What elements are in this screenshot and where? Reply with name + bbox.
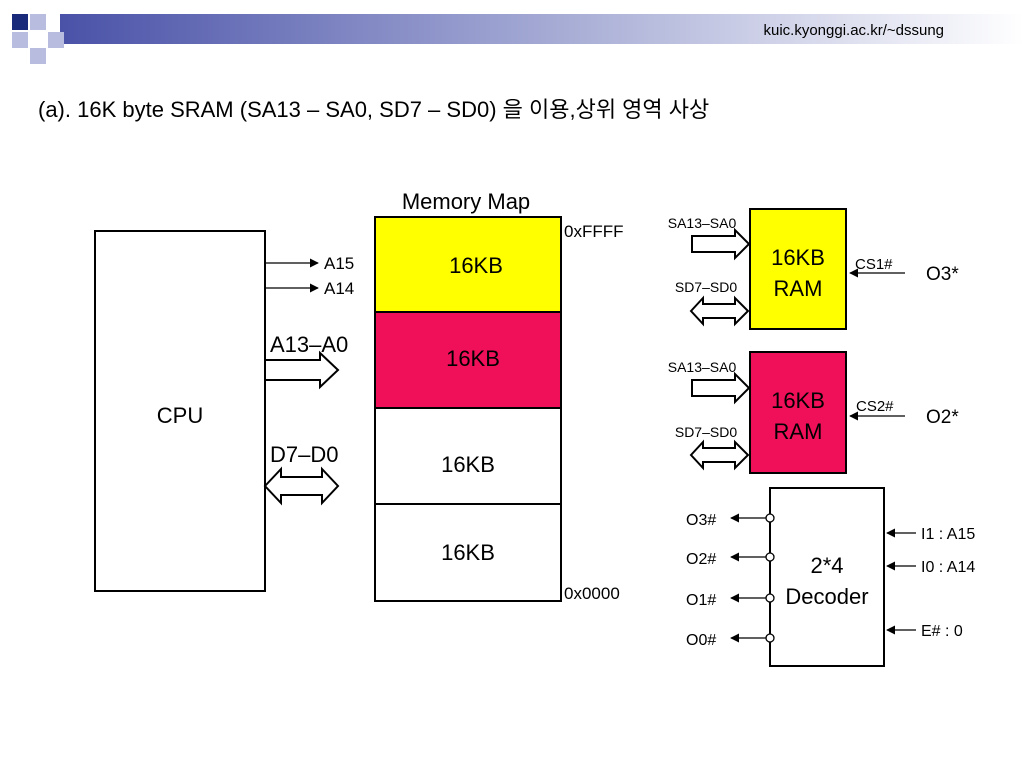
ram1-address-label: SA13–SA0 bbox=[668, 215, 737, 231]
address-bus-arrow bbox=[264, 350, 340, 390]
decoder-box bbox=[769, 487, 885, 667]
decoder-output-o3-bubble bbox=[765, 513, 775, 523]
ram2-box bbox=[749, 351, 847, 474]
memory-block-3-label: 16KB bbox=[449, 253, 503, 278]
a14-label: A14 bbox=[324, 279, 354, 298]
memory-block-1-label: 16KB bbox=[441, 452, 495, 477]
memory-block-1 bbox=[374, 407, 562, 505]
ram2-cs-label: CS2# bbox=[856, 398, 894, 415]
header-square-light bbox=[30, 48, 46, 64]
header-square-light bbox=[30, 14, 46, 30]
ram2-label-line1: 16KB bbox=[771, 388, 825, 413]
ram2-label-line2: RAM bbox=[774, 419, 823, 444]
ram2-data-arrow bbox=[689, 439, 750, 471]
decoder-output-o3: O3# bbox=[686, 512, 716, 529]
ram1-data-arrow bbox=[689, 295, 750, 327]
header-gradient-bar bbox=[60, 14, 1024, 44]
ram1-box bbox=[749, 208, 847, 330]
ram1-data-label: SD7–SD0 bbox=[675, 279, 737, 295]
ram1-cs-label: CS1# bbox=[855, 256, 893, 273]
decoder-label-line1: 2*4 bbox=[810, 553, 843, 578]
memory-block-3 bbox=[374, 216, 562, 313]
memory-block-0 bbox=[374, 503, 562, 602]
decoder-output-o0: O0# bbox=[686, 632, 716, 649]
ram2-address-label: SA13–SA0 bbox=[668, 359, 737, 375]
ram1-output-label: O3* bbox=[926, 264, 959, 285]
a15-label: A15 bbox=[324, 254, 354, 273]
decoder-input-enable: E# : 0 bbox=[921, 623, 963, 640]
ram1-label-line1: 16KB bbox=[771, 245, 825, 270]
cpu-box bbox=[94, 230, 266, 592]
memory-block-2-label: 16KB bbox=[446, 346, 500, 371]
memory-block-2 bbox=[374, 311, 562, 409]
decoder-output-o1-bubble bbox=[765, 593, 775, 603]
slide-title: (a). 16K byte SRAM (SA13 – SA0, SD7 – SD… bbox=[38, 97, 710, 122]
data-bus-arrow bbox=[263, 466, 340, 506]
ram1-address-arrow bbox=[691, 227, 751, 261]
decoder-output-o1: O1# bbox=[686, 592, 716, 609]
decoder-output-o2: O2# bbox=[686, 551, 716, 568]
decoder-input-i0: I0 : A14 bbox=[921, 559, 975, 576]
ram2-data-label: SD7–SD0 bbox=[675, 424, 737, 440]
address-bus-label: A13–A0 bbox=[270, 332, 348, 357]
header-square-light bbox=[48, 32, 64, 48]
decoder-label-line2: Decoder bbox=[785, 584, 868, 609]
ram2-output-label: O2* bbox=[926, 407, 959, 428]
memory-map-title: Memory Map bbox=[402, 189, 530, 214]
data-bus-label: D7–D0 bbox=[270, 442, 338, 467]
decoder-input-i1: I1 : A15 bbox=[921, 526, 975, 543]
cpu-label: CPU bbox=[157, 403, 203, 428]
ram1-label-line2: RAM bbox=[774, 276, 823, 301]
site-url: kuic.kyonggi.ac.kr/~dssung bbox=[763, 22, 944, 39]
header-square-dark bbox=[12, 14, 28, 30]
header-square-light bbox=[12, 32, 28, 48]
decoder-output-o2-bubble bbox=[765, 552, 775, 562]
top-address-label: 0xFFFF bbox=[564, 222, 624, 241]
bottom-address-label: 0x0000 bbox=[564, 584, 620, 603]
ram2-address-arrow bbox=[691, 371, 751, 405]
decoder-output-o0-bubble bbox=[765, 633, 775, 643]
memory-block-0-label: 16KB bbox=[441, 540, 495, 565]
